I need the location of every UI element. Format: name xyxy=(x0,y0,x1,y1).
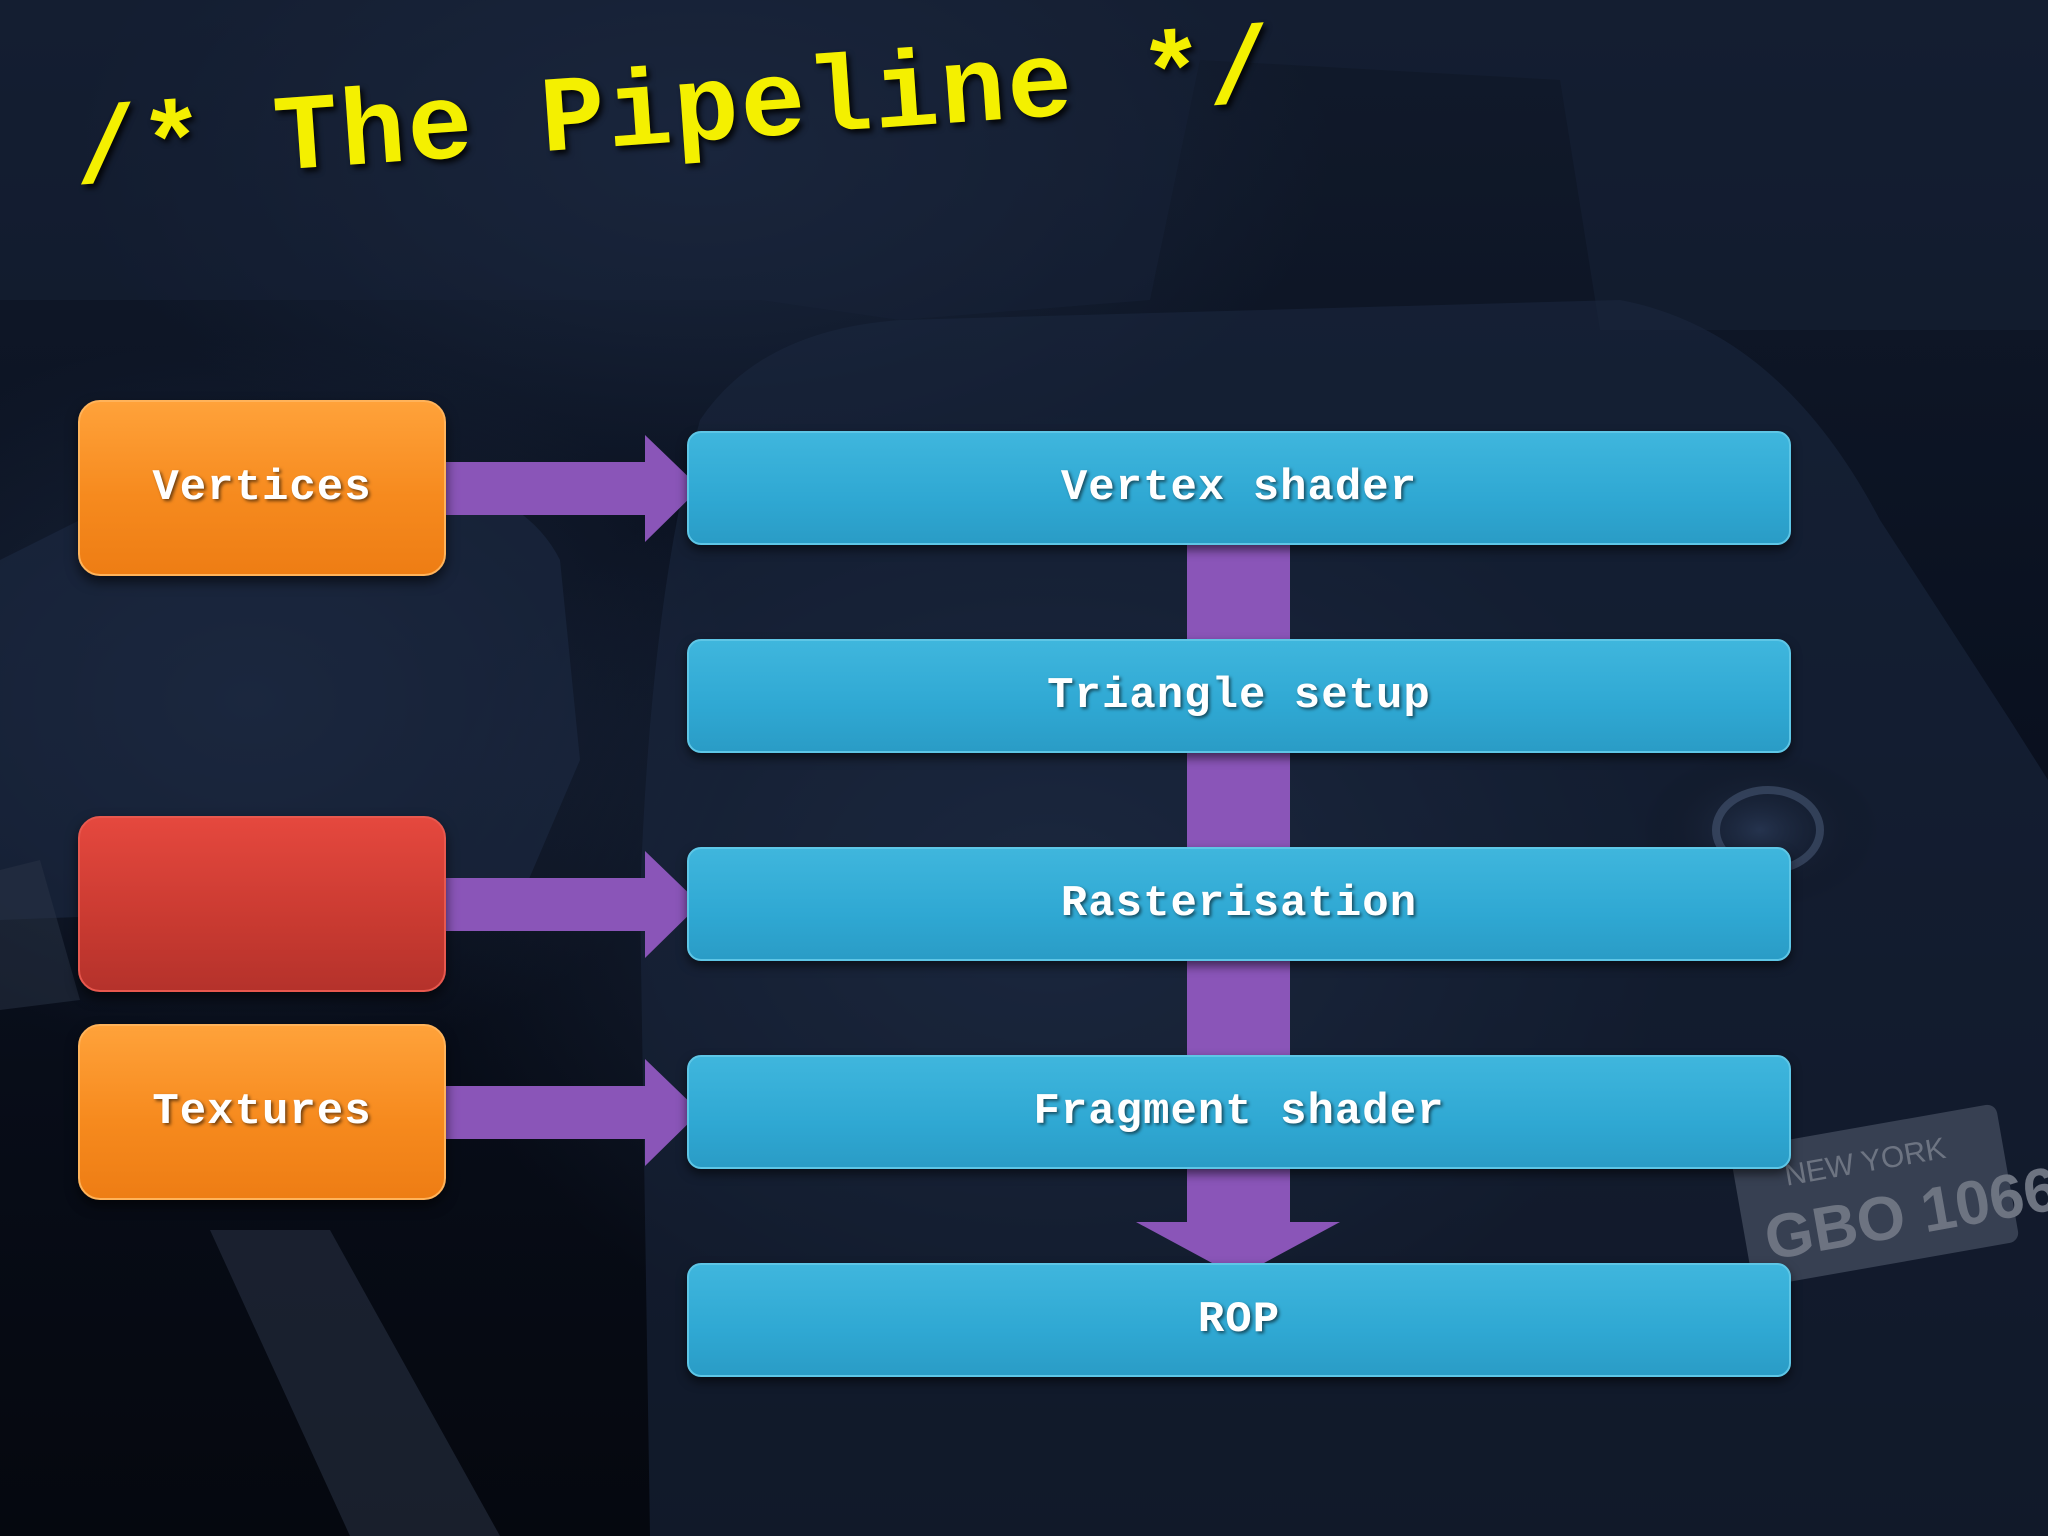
stage-rasterisation: Rasterisation xyxy=(687,847,1791,961)
stage-rop-label: ROP xyxy=(1197,1295,1281,1345)
arrow-unlabeled-to-rasterisation xyxy=(446,851,700,958)
input-vertices-box: Vertices xyxy=(78,400,446,576)
arrow-fragment-to-rop xyxy=(1136,1169,1340,1277)
arrow-textures-to-fragment-shader xyxy=(446,1059,700,1166)
road-stripe xyxy=(210,1230,500,1536)
stage-fragment-shader: Fragment shader xyxy=(687,1055,1791,1169)
arrow-vertices-to-vertex-shader xyxy=(446,435,700,542)
connector-raster-to-fragment xyxy=(1187,961,1290,1055)
input-unlabeled-box xyxy=(78,816,446,992)
stage-triangle-setup-label: Triangle setup xyxy=(1047,671,1431,721)
stage-fragment-shader-label: Fragment shader xyxy=(1033,1087,1445,1137)
car-silhouette-left xyxy=(0,470,580,920)
connector-triangle-to-raster xyxy=(1187,753,1290,847)
connector-vertex-to-triangle xyxy=(1187,545,1290,639)
stage-vertex-shader-label: Vertex shader xyxy=(1060,463,1418,513)
stage-vertex-shader: Vertex shader xyxy=(687,431,1791,545)
input-textures-box: Textures xyxy=(78,1024,446,1200)
stage-triangle-setup: Triangle setup xyxy=(687,639,1791,753)
stage-rasterisation-label: Rasterisation xyxy=(1060,879,1418,929)
building-silhouette xyxy=(0,0,2048,330)
input-textures-label: Textures xyxy=(152,1087,372,1137)
input-vertices-label: Vertices xyxy=(152,463,372,513)
license-plate: NEW YORK GBO 1066 xyxy=(1731,1104,2048,1287)
stage-rop: ROP xyxy=(687,1263,1791,1377)
road-stripe-left xyxy=(0,860,80,1010)
